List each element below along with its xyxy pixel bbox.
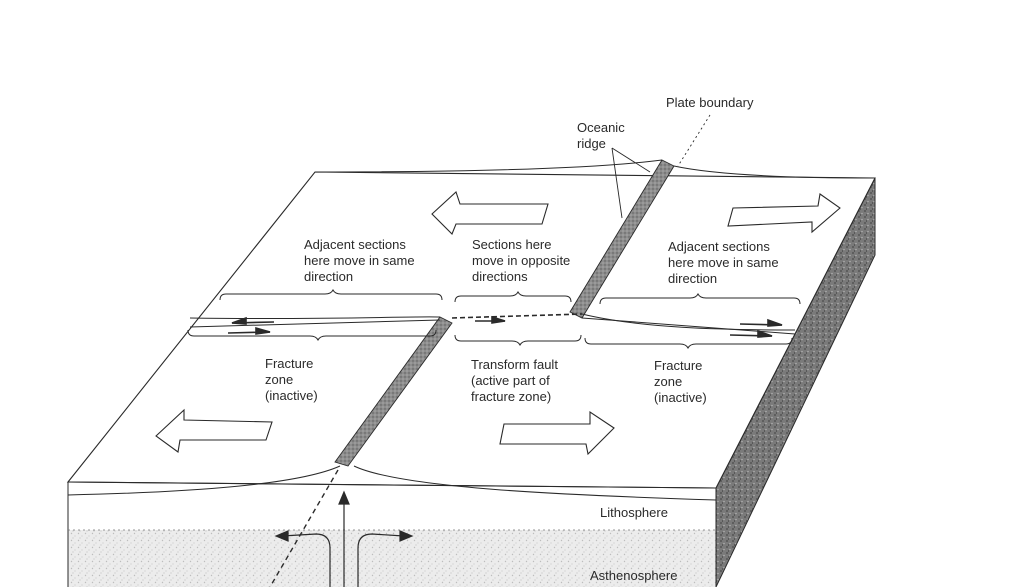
front-curve-right — [353, 465, 717, 501]
brace-lower-left — [187, 329, 437, 342]
back-curve-right — [673, 165, 876, 179]
brace-lower-right — [584, 337, 793, 350]
upwelling-arrows — [274, 490, 414, 587]
fracture-zone-left-label: Fracture zone (inactive) — [265, 356, 318, 403]
dashed-boundary-down — [269, 469, 339, 587]
opposite-directions-label: Sections here move in opposite direction… — [472, 237, 571, 284]
arrow-upper-left — [431, 191, 549, 235]
plate-boundary-leader — [677, 114, 711, 167]
adjacent-sections-right-label: Adjacent sections here move in same dire… — [668, 239, 779, 286]
brace-upper-left — [219, 288, 443, 301]
asthenosphere-label: Asthenosphere — [590, 568, 678, 583]
brace-lower-mid — [454, 334, 582, 347]
fracture-line-left — [189, 319, 441, 328]
adjacent-sections-left-label: Adjacent sections here move in same dire… — [304, 237, 415, 284]
fracture-curve-right — [581, 313, 796, 331]
fracture-zone-right-label: Fracture zone (inactive) — [654, 358, 707, 405]
brace-upper-right — [599, 292, 801, 305]
arrow-lower-right — [499, 410, 615, 456]
ridge-leader-2 — [611, 147, 623, 219]
oceanic-ridge-leader — [611, 147, 651, 173]
transform-fault-line — [451, 313, 583, 319]
oceanic-ridge-label: Oceanic ridge — [577, 120, 625, 151]
front-top-edge — [67, 481, 717, 489]
transform-fault-label: Transform fault (active part of fracture… — [471, 357, 558, 404]
plate-boundary-label: Plate boundary — [666, 95, 754, 110]
brace-upper-mid — [454, 290, 572, 303]
arrow-upper-right — [727, 193, 841, 234]
lower-ridge-segment — [334, 316, 453, 467]
fault-motion-arrows — [227, 315, 783, 338]
lithosphere-label: Lithosphere — [600, 505, 668, 520]
arrow-lower-left — [155, 408, 273, 453]
asthenosphere-band — [68, 530, 716, 587]
back-curve-left — [314, 159, 663, 173]
front-curve-left — [67, 465, 341, 496]
fracture-curve-left — [189, 316, 441, 320]
